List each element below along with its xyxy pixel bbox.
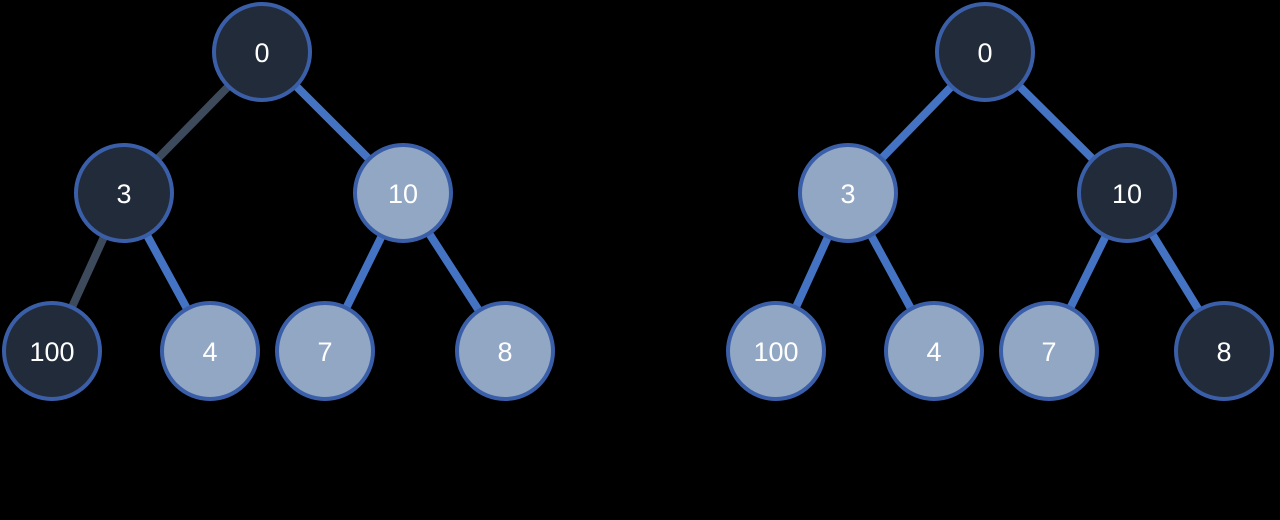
tree-node-R0[interactable]: 0 <box>935 2 1035 102</box>
node-label-R7: 7 <box>1041 337 1056 367</box>
edges-layer <box>67 80 1204 317</box>
tree-node-R10[interactable]: 10 <box>1077 143 1177 243</box>
tree-node-R7[interactable]: 7 <box>999 301 1099 401</box>
node-circle-R10[interactable] <box>1077 143 1177 243</box>
tree-node-R4[interactable]: 4 <box>884 301 984 401</box>
node-label-L3: 3 <box>116 179 131 209</box>
tree-node-L4[interactable]: 4 <box>160 301 260 401</box>
node-label-R10: 10 <box>1112 179 1142 209</box>
tree-edge-L3-L100 <box>67 230 109 314</box>
tree-edge-R10-R8 <box>1147 228 1204 316</box>
node-circle-R100[interactable] <box>726 301 826 401</box>
tree-node-R8[interactable]: 8 <box>1174 301 1274 401</box>
node-circle-L4[interactable] <box>160 301 260 401</box>
tree-edge-R0-R10 <box>1013 80 1099 165</box>
node-label-L0: 0 <box>254 38 269 68</box>
tree-edge-R10-R7 <box>1065 230 1111 314</box>
node-circle-L0[interactable] <box>212 2 312 102</box>
tree-edge-L3-L4 <box>141 229 193 315</box>
tree-node-L3[interactable]: 3 <box>74 143 174 243</box>
node-label-R100: 100 <box>753 337 798 367</box>
tree-node-L0[interactable]: 0 <box>212 2 312 102</box>
node-circle-L8[interactable] <box>455 301 555 401</box>
node-circle-R8[interactable] <box>1174 301 1274 401</box>
node-label-L7: 7 <box>317 337 332 367</box>
node-circle-R3[interactable] <box>798 143 898 243</box>
tree-edge-L0-L3 <box>152 80 234 165</box>
node-label-L100: 100 <box>29 337 74 367</box>
tree-node-R3[interactable]: 3 <box>798 143 898 243</box>
tree-edge-R3-R4 <box>865 229 917 315</box>
node-circle-L10[interactable] <box>353 143 453 243</box>
tree-node-R100[interactable]: 100 <box>726 301 826 401</box>
tree-edge-L0-L10 <box>290 80 375 165</box>
node-circle-L100[interactable] <box>2 301 102 401</box>
node-circle-R4[interactable] <box>884 301 984 401</box>
tree-edge-R3-R100 <box>791 230 833 314</box>
node-label-L4: 4 <box>202 337 217 367</box>
node-label-R3: 3 <box>840 179 855 209</box>
tree-node-L8[interactable]: 8 <box>455 301 555 401</box>
node-circle-R0[interactable] <box>935 2 1035 102</box>
node-label-L8: 8 <box>497 337 512 367</box>
node-label-L10: 10 <box>388 179 418 209</box>
tree-node-L7[interactable]: 7 <box>275 301 375 401</box>
tree-edge-L10-L7 <box>341 230 387 314</box>
node-circle-L3[interactable] <box>74 143 174 243</box>
node-label-R0: 0 <box>977 38 992 68</box>
node-circle-R7[interactable] <box>999 301 1099 401</box>
tree-edge-R0-R3 <box>876 80 957 165</box>
tree-edge-L10-L8 <box>423 227 485 317</box>
node-label-R4: 4 <box>926 337 941 367</box>
node-circle-L7[interactable] <box>275 301 375 401</box>
node-label-R8: 8 <box>1216 337 1231 367</box>
tree-node-L10[interactable]: 10 <box>353 143 453 243</box>
nodes-layer: 0 3 10 100 4 7 8 0 3 10 100 4 7 8 <box>2 2 1274 401</box>
tree-node-L100[interactable]: 100 <box>2 301 102 401</box>
